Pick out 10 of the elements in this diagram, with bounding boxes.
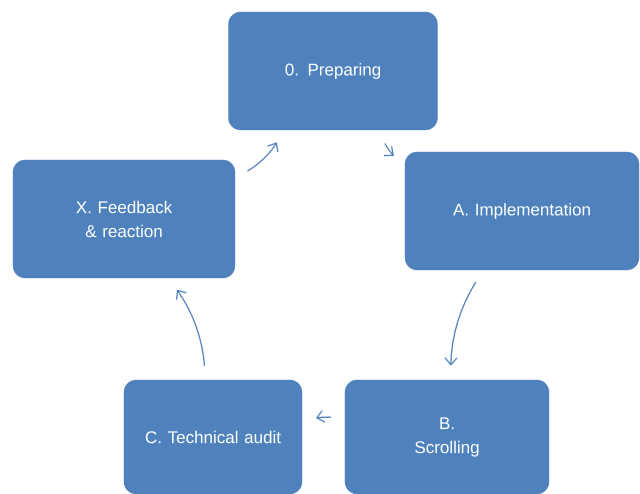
arrow <box>316 410 331 423</box>
process-box: A. Implementation <box>404 152 640 270</box>
process-box: B. Scrolling <box>344 380 550 494</box>
arrow <box>247 142 279 172</box>
process-box: 0. Preparing <box>228 12 438 130</box>
arrow <box>384 143 394 156</box>
process-box: X. Feedback & reaction <box>12 160 236 278</box>
arrow <box>444 282 476 366</box>
arrow <box>176 290 206 366</box>
process-box: C. Technical audit <box>124 380 302 494</box>
